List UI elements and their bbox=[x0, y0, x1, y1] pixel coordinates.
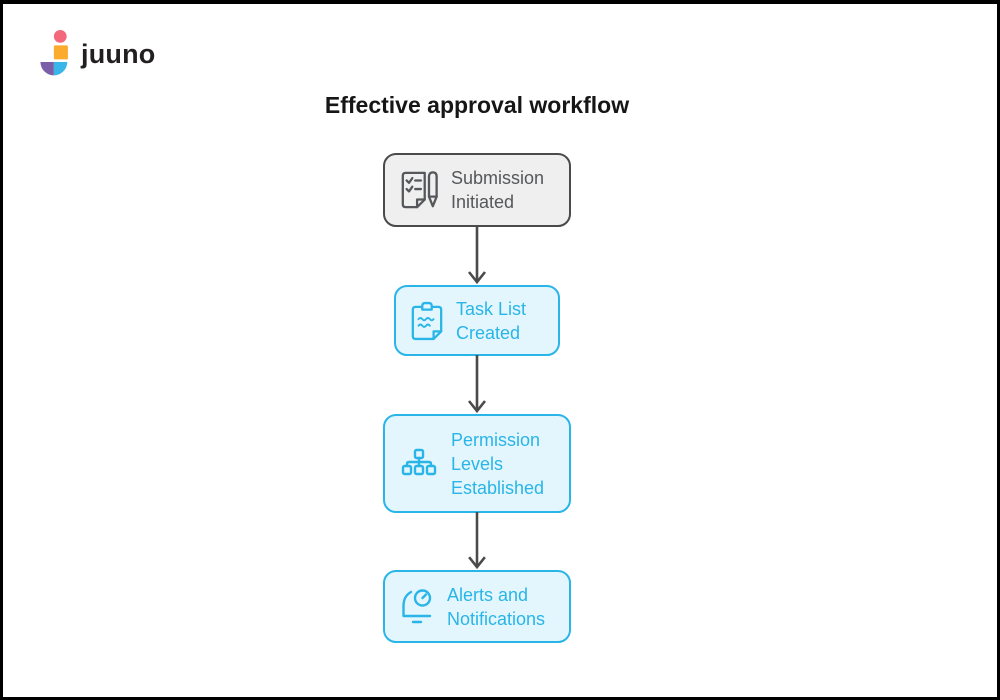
flow-node-task-list-created: Task List Created bbox=[394, 285, 560, 356]
flow-node-label: Permission Levels Established bbox=[451, 429, 545, 498]
clipboard-icon bbox=[411, 301, 443, 340]
hierarchy-icon bbox=[401, 448, 437, 475]
flow-node-permission-levels: Permission Levels Established bbox=[383, 414, 571, 513]
flow-node-label: Submission Initiated bbox=[451, 168, 545, 212]
arrow-down bbox=[467, 226, 487, 285]
flow-node-label: Task List Created bbox=[456, 298, 527, 343]
flow-node-label: Alerts and Notifications bbox=[447, 584, 546, 629]
arrow-down bbox=[467, 355, 487, 414]
flow-node-alerts-notifications: Alerts and Notifications bbox=[383, 570, 571, 643]
juuno-logo: juuno bbox=[39, 30, 155, 76]
juuno-logo-text: juuno bbox=[81, 38, 156, 69]
alarm-bell-icon bbox=[402, 588, 432, 623]
flow-node-submission-initiated: Submission Initiated bbox=[383, 153, 571, 227]
juuno-logo-icon bbox=[40, 30, 68, 76]
arrow-down bbox=[468, 512, 486, 570]
document-pen-icon bbox=[401, 171, 438, 209]
page-title: Effective approval workflow bbox=[324, 92, 630, 118]
